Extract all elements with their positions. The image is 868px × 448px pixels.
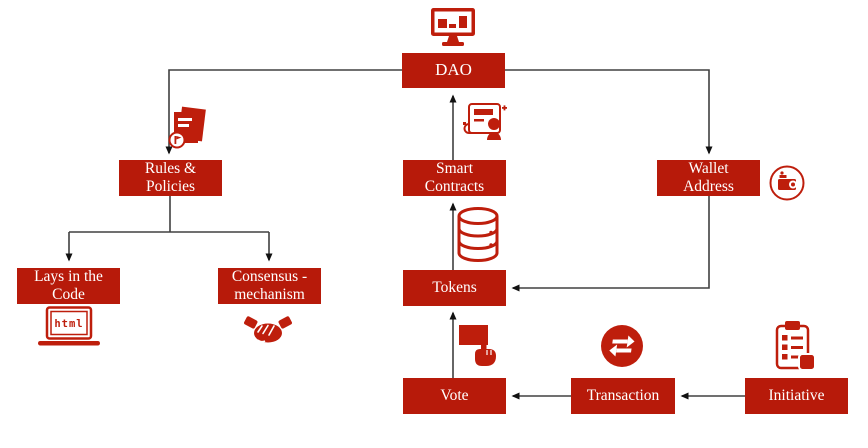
node-consensus-mechanism: Consensus - mechanism bbox=[218, 268, 321, 304]
handshake-icon bbox=[244, 312, 292, 350]
node-initiative: Initiative bbox=[745, 378, 848, 414]
node-rules-policies: Rules & Policies bbox=[119, 160, 222, 196]
laptop-html-icon: html bbox=[38, 306, 100, 348]
policy-document-icon bbox=[168, 106, 210, 154]
node-vote: Vote bbox=[403, 378, 506, 414]
database-icon bbox=[455, 206, 501, 264]
node-transaction: Transaction bbox=[571, 378, 675, 414]
vote-hand-icon bbox=[458, 322, 500, 374]
node-tokens: Tokens bbox=[403, 270, 506, 306]
monitor-chart-icon bbox=[431, 8, 475, 48]
wallet-icon bbox=[768, 164, 806, 202]
edge-wallet-tokens bbox=[511, 196, 710, 292]
node-lays-in-the-code: Lays in the Code bbox=[17, 268, 120, 304]
node-smart-contracts: Smart Contracts bbox=[403, 160, 506, 196]
node-dao: DAO bbox=[402, 53, 505, 88]
laptop-html-text: html bbox=[54, 318, 83, 330]
node-wallet-address: Wallet Address bbox=[657, 160, 760, 196]
initiative-clipboard-icon bbox=[773, 320, 817, 374]
transaction-swap-icon bbox=[600, 324, 644, 368]
smart-contract-icon bbox=[460, 100, 508, 144]
edge-dao-wallet bbox=[505, 69, 713, 155]
